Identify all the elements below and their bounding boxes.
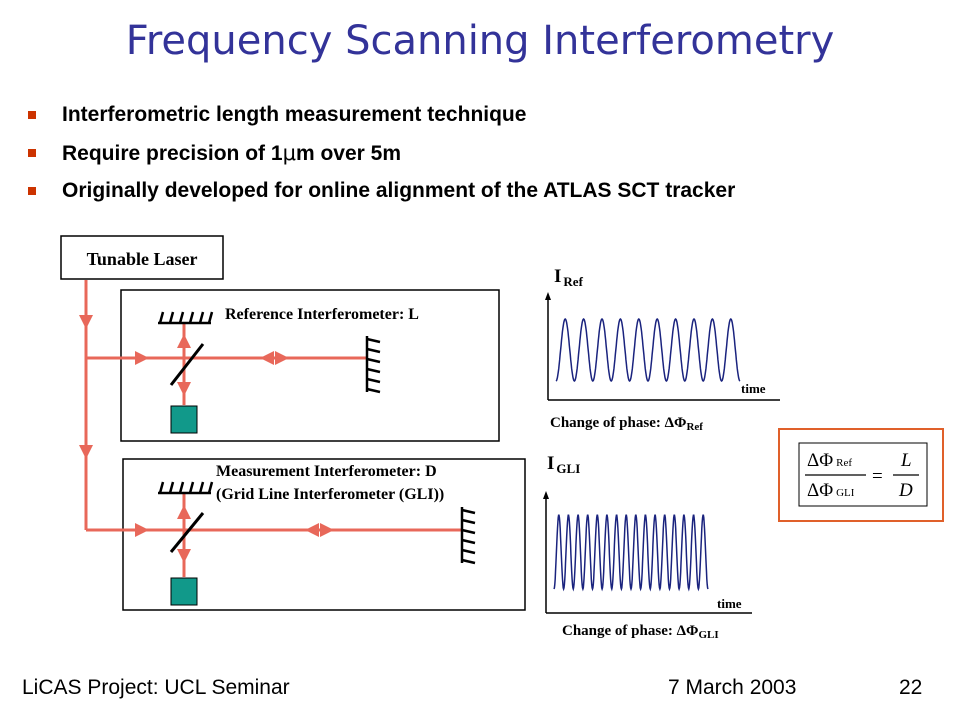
formula-denominator-rhs: D (898, 480, 913, 501)
bullet-item: Originally developed for online alignmen… (26, 176, 735, 214)
ref-plot-xlabel: time (741, 381, 766, 396)
gli-plot-y-arrowhead (543, 491, 549, 499)
gli-interference-signal (553, 514, 709, 592)
detector-ref (170, 405, 198, 434)
measurement-interferometer-label: Measurement Interferometer: D (216, 463, 437, 480)
tunable-laser-label: Tunable Laser (87, 249, 198, 269)
footer-project: LiCAS Project: UCL Seminar (22, 676, 290, 699)
mirror-end-ref (365, 336, 381, 394)
measurement-interferometer-box (122, 458, 526, 611)
gli-label: (Grid Line Interferometer (GLI)) (216, 486, 444, 503)
bullet-item: Require precision of 1μm over 5m (26, 138, 735, 176)
detector-meas (170, 577, 198, 606)
beam-splitter-ref (169, 343, 205, 386)
mirror-top-ref (158, 311, 214, 325)
ref-interference-signal (555, 318, 741, 382)
beam-splitter-meas (169, 512, 205, 553)
footer-page-number: 22 (899, 676, 923, 699)
slide-title: Frequency Scanning Interferometry (125, 18, 835, 64)
tunable-laser-box (60, 235, 224, 280)
bullet-list: Interferometric length measurement techn… (26, 100, 735, 214)
gli-plot-xlabel: time (717, 596, 742, 611)
reference-interferometer-label: Reference Interferometer: L (225, 306, 419, 323)
ref-phase-label: Change of phase: ΔΦRef (550, 415, 703, 433)
beam-arrows (79, 315, 334, 563)
reference-interferometer-box (120, 289, 500, 442)
footer-date: 7 March 2003 (668, 676, 797, 699)
ref-plot-y-arrowhead (545, 292, 551, 300)
bullet-item: Interferometric length measurement techn… (26, 100, 735, 138)
mirror-end-meas (460, 507, 476, 565)
mirror-top-meas (158, 481, 214, 495)
formula-equals: = (872, 466, 883, 487)
gli-phase-label: Change of phase: ΔΦGLI (562, 623, 719, 641)
formula-numerator-rhs: L (900, 450, 912, 471)
